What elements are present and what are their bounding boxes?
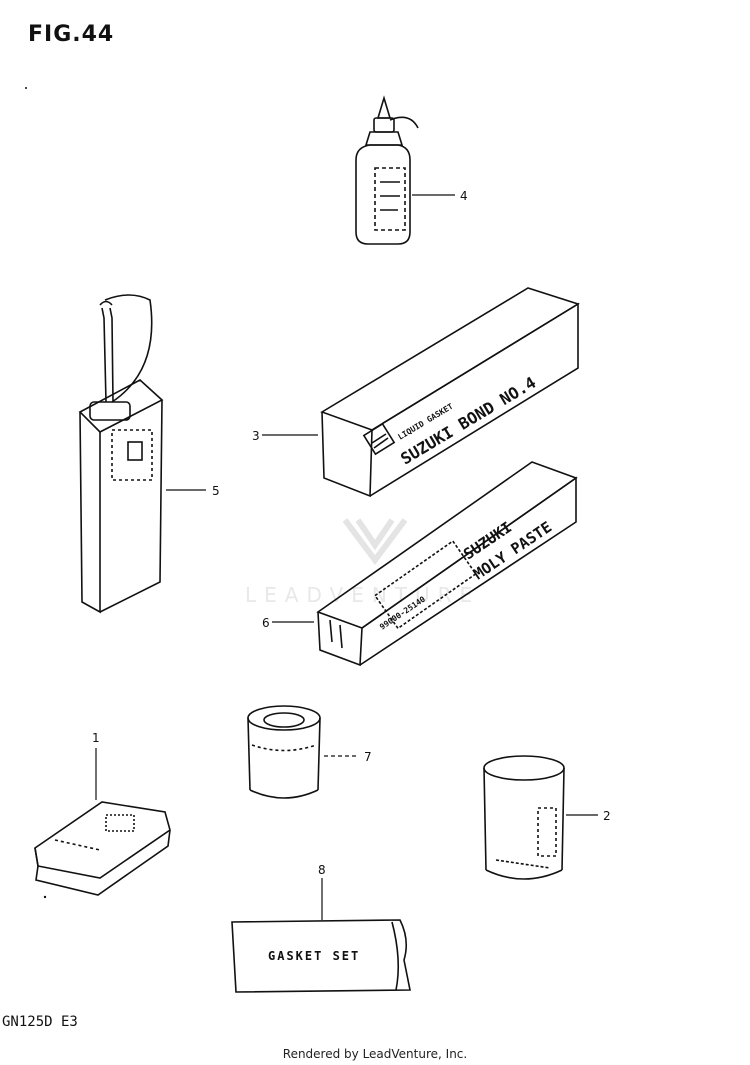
callout-1: 1 — [92, 731, 100, 745]
part-6-moly-paste-box — [316, 461, 578, 667]
watermark: LEADVENTURE — [245, 518, 472, 607]
footer-credit: Rendered by LeadVenture, Inc. — [282, 1047, 468, 1061]
part-8-label: GASKET SET — [268, 949, 360, 963]
figure-title: FIG.44 — [28, 22, 115, 47]
part-3-label: SUZUKI BOND NO.4 LIQUID GASKET — [396, 373, 539, 469]
stray-mark — [43, 895, 47, 899]
part-7-small-can — [247, 705, 321, 799]
part-4-oil-bottle — [355, 95, 419, 245]
stray-mark — [25, 87, 27, 89]
model-code: GN125D E3 — [2, 1014, 78, 1030]
callout-2: 2 — [603, 809, 611, 823]
part-8-gasket-set — [231, 919, 411, 993]
callout-5: 5 — [212, 484, 220, 498]
part-3-bond-box — [320, 287, 580, 498]
part-5-oil-can — [78, 294, 164, 614]
callout-4: 4 — [460, 189, 468, 203]
callout-8: 8 — [318, 863, 326, 877]
callout-3: 3 — [252, 429, 260, 443]
callout-6: 6 — [262, 616, 270, 630]
callout-7: 7 — [364, 750, 372, 764]
part-2-tin-can — [483, 755, 565, 880]
part-1-case — [34, 801, 171, 896]
